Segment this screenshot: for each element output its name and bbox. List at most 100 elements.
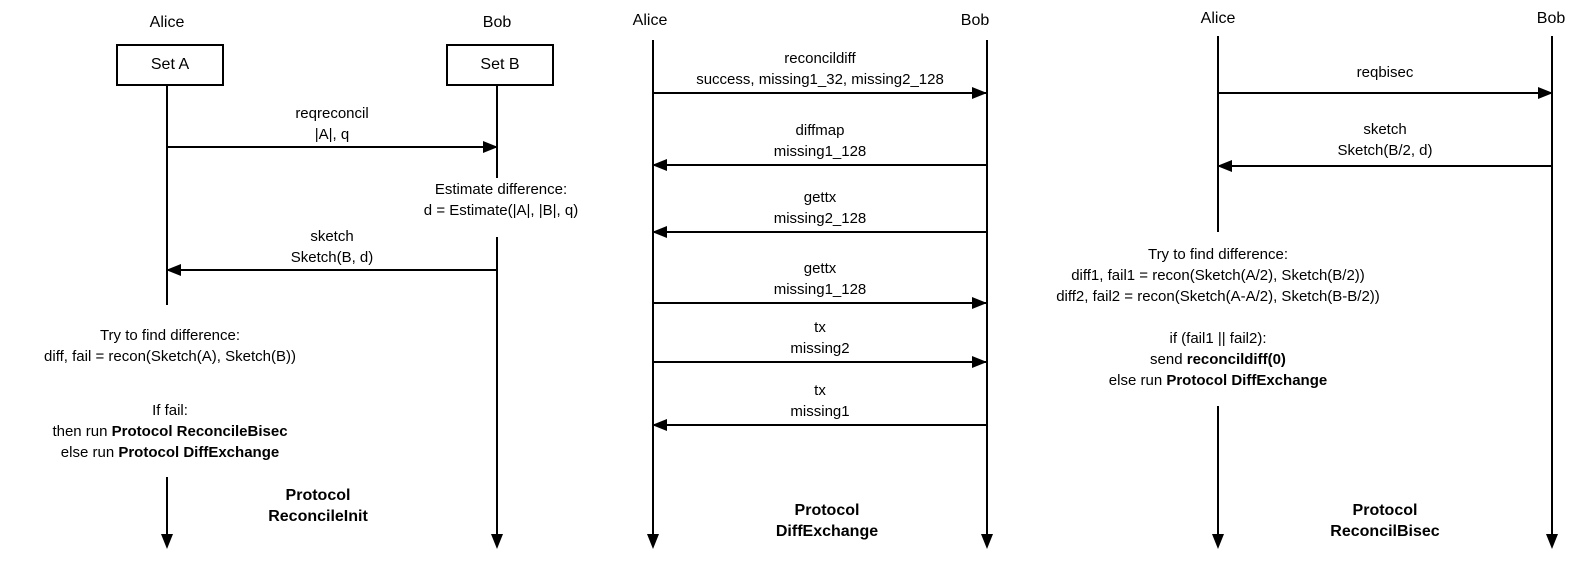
p2-message-4-label: gettx missing1_128 xyxy=(774,258,867,300)
p2-message-4-arrow xyxy=(653,297,987,309)
p3-protocol-title-line2: ReconcilBisec xyxy=(1330,523,1440,540)
p1-actor-label-bob: Bob xyxy=(482,14,512,31)
p2-message-5-name: tx xyxy=(814,319,826,336)
p1-note-estimate-line1: Estimate difference: xyxy=(434,181,568,198)
p3-note-if-line2: send reconcildiff(0) xyxy=(1109,349,1327,370)
p2-lifeline-alice-arrowhead-down-icon xyxy=(647,534,659,549)
p2-message-5-params: missing2 xyxy=(790,340,850,357)
p2-actor-label-bob: Bob xyxy=(960,12,990,29)
p1-note-estimate: Estimate difference: d = Estimate(|A|, |… xyxy=(424,179,578,221)
p3-protocol-title-line1: Protocol xyxy=(1352,502,1418,519)
p3-lifeline-alice-arrowhead-down-icon xyxy=(1212,534,1224,549)
p1-note-fail-line3: else run Protocol DiffExchange xyxy=(52,442,287,463)
p1-note-fail-line3-prefix: else run xyxy=(60,444,119,461)
p2-arrowhead-left-icon xyxy=(652,419,667,431)
p1-protocol-title-line1: Protocol xyxy=(285,487,351,504)
p3-note-try: Try to find difference: diff1, fail1 = r… xyxy=(1056,244,1380,307)
p1-lifeline-alice-lower xyxy=(161,477,173,549)
p1-note-fail-line3-bold: Protocol DiffExchange xyxy=(118,444,280,461)
p2-arrowhead-left-icon xyxy=(652,226,667,238)
p2-arrowhead-right-icon xyxy=(972,87,987,99)
p3-message-sketch-params: Sketch(B/2, d) xyxy=(1337,142,1433,159)
p1-set-b-label: Set B xyxy=(480,56,520,73)
p2-message-5-label: tx missing2 xyxy=(790,317,849,359)
p1-arrowhead-right-icon xyxy=(483,141,498,153)
p1-note-fail-line2-prefix: then run xyxy=(52,423,112,440)
p3-note-try-line1: Try to find difference: xyxy=(1147,246,1289,263)
p2-arrowhead-right-icon xyxy=(972,356,987,368)
p2-message-3-params: missing2_128 xyxy=(773,210,867,227)
p3-note-if-line2-bold: reconcildiff(0) xyxy=(1186,351,1286,368)
p3-note-if-line2-prefix: send xyxy=(1150,351,1187,368)
p2-message-4-name: gettx xyxy=(803,260,837,277)
p1-note-fail-line2: then run Protocol ReconcileBisec xyxy=(52,421,287,442)
p1-message-sketch-name: sketch xyxy=(310,228,354,245)
p1-protocol-title-line2: ReconcileInit xyxy=(268,508,368,525)
p2-message-6-label: tx missing1 xyxy=(790,380,849,422)
p2-message-1-arrow xyxy=(653,87,987,99)
p1-note-try-line2: diff, fail = recon(Sketch(A), Sketch(B)) xyxy=(44,348,296,365)
p2-message-5-arrow xyxy=(653,356,987,368)
p2-arrowhead-left-icon xyxy=(652,159,667,171)
p2-protocol-title-line1: Protocol xyxy=(794,502,860,519)
p1-note-estimate-line2: d = Estimate(|A|, |B|, q) xyxy=(423,202,579,219)
p1-protocol-title: Protocol ReconcileInit xyxy=(268,485,368,527)
p1-message-sketch-params: Sketch(B, d) xyxy=(290,249,374,266)
p2-actor-label-alice: Alice xyxy=(632,12,668,29)
p3-arrowhead-left-icon xyxy=(1217,160,1232,172)
p3-lifeline-alice-upper xyxy=(1217,36,1219,232)
p3-note-if-line1: if (fail1 || fail2): xyxy=(1169,330,1267,347)
p3-message-sketch-name: sketch xyxy=(1363,121,1407,138)
p1-note-fail: If fail: then run Protocol ReconcileBise… xyxy=(52,400,287,463)
p2-message-6-arrow xyxy=(652,419,986,431)
p3-note-if: if (fail1 || fail2): send reconcildiff(0… xyxy=(1109,328,1327,391)
p2-message-3-arrow xyxy=(652,226,986,238)
p1-note-fail-line1: If fail: xyxy=(152,402,188,419)
p1-note-try-line1: Try to find difference: xyxy=(99,327,241,344)
p1-message-sketch-arrow xyxy=(166,264,497,276)
p2-message-2-name: diffmap xyxy=(795,122,845,139)
p2-message-2-arrow xyxy=(652,159,986,171)
p2-message-2-params: missing1_128 xyxy=(773,143,867,160)
p3-note-if-line3-bold: Protocol DiffExchange xyxy=(1166,372,1328,389)
p2-lifeline-bob xyxy=(981,40,993,549)
p3-message-reqbisec-arrow xyxy=(1218,87,1553,99)
p3-lifeline-bob-arrowhead-down-icon xyxy=(1546,534,1558,549)
p3-actor-label-bob: Bob xyxy=(1536,10,1566,27)
p2-protocol-title-line2: DiffExchange xyxy=(775,523,879,540)
p2-message-1-label: reconcildiff success, missing1_32, missi… xyxy=(696,48,944,90)
p2-message-6-params: missing1 xyxy=(790,403,850,420)
p3-message-reqbisec-name: reqbisec xyxy=(1356,64,1414,81)
p1-set-a-box: Set A xyxy=(116,44,224,86)
p1-message-reqreconcil-arrow xyxy=(167,141,498,153)
p3-lifeline-alice-lower xyxy=(1212,406,1224,549)
p2-message-1-params: success, missing1_32, missing2_128 xyxy=(696,71,944,88)
p1-message-reqreconcil-label: reqreconcil |A|, q xyxy=(295,103,368,145)
p1-lifeline-bob-lower xyxy=(491,237,503,549)
p3-lifeline-bob xyxy=(1546,36,1558,549)
p3-note-try-line2: diff1, fail1 = recon(Sketch(A/2), Sketch… xyxy=(1071,267,1365,284)
p1-arrowhead-left-icon xyxy=(166,264,181,276)
p2-message-4-params: missing1_128 xyxy=(773,281,867,298)
p2-message-2-label: diffmap missing1_128 xyxy=(774,120,867,162)
p2-message-1-name: reconcildiff xyxy=(784,50,856,67)
p3-message-reqbisec-label: reqbisec xyxy=(1357,62,1414,83)
p1-lifeline-bob-upper xyxy=(496,84,498,178)
p2-arrowhead-right-icon xyxy=(972,297,987,309)
p3-note-if-line3-prefix: else run xyxy=(1108,372,1167,389)
p1-note-fail-line2-bold: Protocol ReconcileBisec xyxy=(111,423,288,440)
p3-arrowhead-right-icon xyxy=(1538,87,1553,99)
p1-message-sketch-label: sketch Sketch(B, d) xyxy=(291,226,374,268)
p1-actor-label-alice: Alice xyxy=(149,14,185,31)
p2-lifeline-alice xyxy=(647,40,659,549)
p1-set-a-label: Set A xyxy=(150,56,190,73)
p3-protocol-title: Protocol ReconcilBisec xyxy=(1330,500,1439,542)
p2-protocol-title: Protocol DiffExchange xyxy=(776,500,878,542)
p1-set-b-box: Set B xyxy=(446,44,554,86)
p3-note-if-line3: else run Protocol DiffExchange xyxy=(1109,370,1327,391)
p1-note-try: Try to find difference: diff, fail = rec… xyxy=(44,325,296,367)
p2-message-3-name: gettx xyxy=(803,189,837,206)
p3-message-sketch-label: sketch Sketch(B/2, d) xyxy=(1337,119,1432,161)
p3-message-sketch-arrow xyxy=(1217,160,1552,172)
